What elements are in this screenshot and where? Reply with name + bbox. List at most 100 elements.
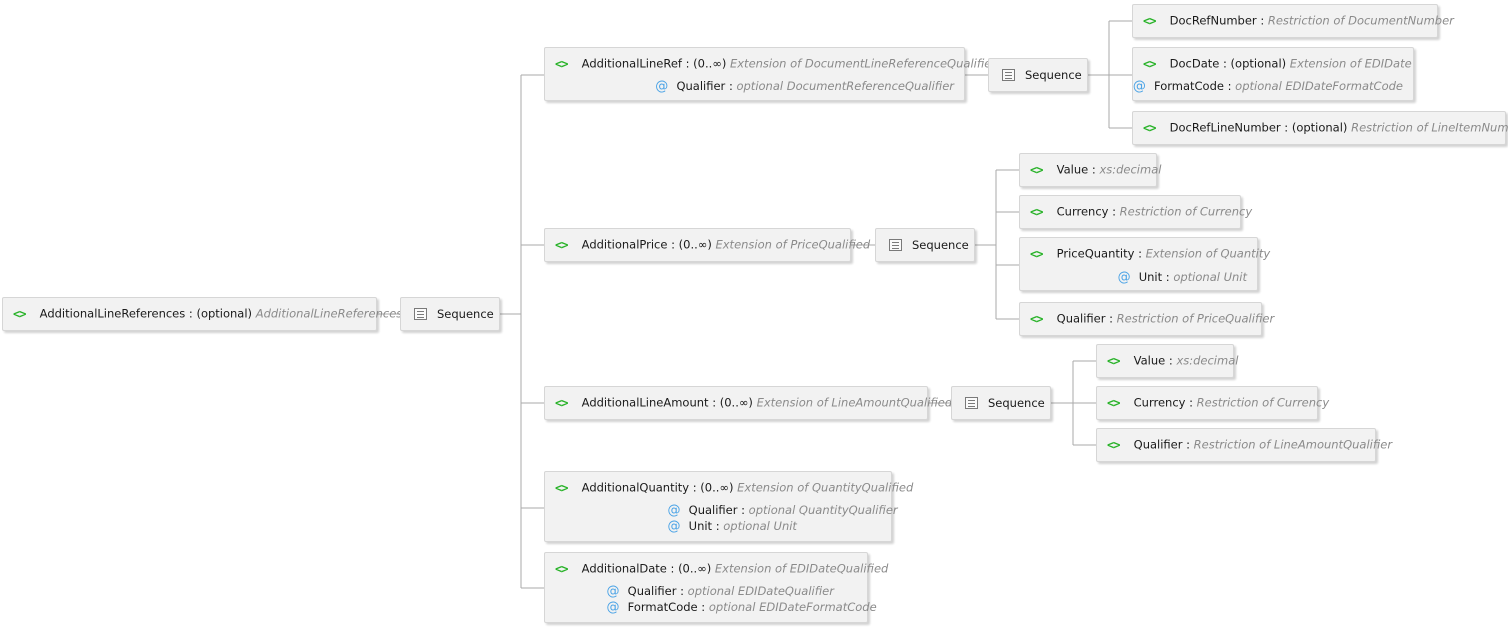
element-type: Extension of EDIDate [1289,56,1412,71]
attribute-detail: optional EDIDateFormatCode [708,600,877,614]
element-type: Restriction of Currency [1196,395,1330,410]
attribute-row[interactable]: @ Unit : optional Unit [1117,270,1247,285]
element-node-price-qualifier[interactable]: <> Qualifier : Restriction of PriceQuali… [1019,302,1274,336]
element-name: DocRefNumber [1169,13,1257,28]
element-type: Extension of Quantity [1145,246,1271,261]
element-name: Value [1133,353,1166,368]
element-occurrence: (optional) [1230,56,1287,71]
sequence-node-additional-line-ref[interactable]: Sequence [988,58,1088,92]
element-name: DocRefLineNumber [1169,120,1281,135]
element-icon: <> [1030,162,1043,177]
element-name: AdditionalQuantity [581,480,690,495]
attribute-row[interactable]: @ FormatCode : optional EDIDateFormatCod… [606,600,877,615]
element-type: xs:decimal [1176,353,1239,368]
sequence-icon [1002,69,1015,81]
sequence-node-main[interactable]: Sequence [400,297,500,331]
element-icon: <> [1143,13,1156,28]
attribute-name: FormatCode [627,600,698,614]
element-name: AdditionalPrice [581,237,668,252]
element-node-amount-value[interactable]: <> Value : xs:decimal [1096,344,1238,378]
attribute-name: Unit [1138,270,1163,284]
element-name: Qualifier [1056,311,1106,326]
element-node-additional-line-references[interactable]: <> AdditionalLineReferences : (optional)… [2,297,402,331]
attribute-icon: @ [606,600,620,615]
element-name: AdditionalDate [581,561,667,576]
element-icon: <> [1107,437,1120,452]
element-type: Restriction of PriceQualifier [1116,311,1275,326]
element-name: Currency [1056,204,1109,219]
attribute-row[interactable]: @ Qualifier : optional QuantityQualifier [667,503,898,518]
element-occurrence: (0..∞) [700,480,734,495]
element-occurrence: (0..∞) [693,56,727,71]
element-node-amount-currency[interactable]: <> Currency : Restriction of Currency [1096,386,1329,420]
element-icon: <> [13,306,26,321]
attribute-name: Qualifier [627,584,677,598]
element-occurrence: (0..∞) [678,561,712,576]
element-node-additional-line-ref[interactable]: <> AdditionalLineRef : (0..∞) Extension … [544,47,999,101]
element-name: Qualifier [1133,437,1183,452]
attribute-row[interactable]: @ Unit : optional Unit [667,519,797,534]
element-node-doc-ref-line-number[interactable]: <> DocRefLineNumber : (optional) Restric… [1132,111,1508,145]
attribute-detail: optional Unit [723,519,797,533]
element-occurrence: (0..∞) [678,237,712,252]
sequence-label: Sequence [912,238,969,252]
element-node-price-value[interactable]: <> Value : xs:decimal [1019,153,1161,187]
element-type: Restriction of LineAmountQualifier [1193,437,1393,452]
attribute-detail: optional EDIDateQualifier [687,584,834,598]
element-type: AdditionalLineReferences [255,306,403,321]
element-type: Restriction of LineItemNumber [1351,120,1508,135]
sequence-label: Sequence [437,307,494,321]
element-name: DocDate [1169,56,1220,71]
attribute-icon: @ [667,519,681,534]
element-icon: <> [1143,56,1156,71]
attribute-detail: optional QuantityQualifier [748,503,898,517]
attribute-name: Qualifier [688,503,738,517]
element-icon: <> [555,56,568,71]
sequence-node-additional-price[interactable]: Sequence [875,228,975,262]
element-type: Extension of LineAmountQualified [756,395,953,410]
element-icon: <> [1030,246,1043,261]
element-node-doc-date[interactable]: <> DocDate : (optional) Extension of EDI… [1132,47,1414,101]
element-name: AdditionalLineReferences [39,306,186,321]
element-occurrence: (optional) [1291,120,1348,135]
element-node-price-currency[interactable]: <> Currency : Restriction of Currency [1019,195,1252,229]
element-type: xs:decimal [1099,162,1162,177]
sequence-node-additional-line-amount[interactable]: Sequence [951,386,1051,420]
element-type: Restriction of DocumentNumber [1267,13,1454,28]
element-node-price-quantity[interactable]: <> PriceQuantity : Extension of Quantity… [1019,237,1270,291]
element-icon: <> [555,480,568,495]
element-icon: <> [555,561,568,576]
element-icon: <> [1107,353,1120,368]
element-name: Value [1056,162,1089,177]
attribute-name: FormatCode [1154,79,1224,93]
element-icon: <> [1107,395,1120,410]
sequence-icon [414,308,427,320]
element-icon: <> [1030,311,1043,326]
element-name: Currency [1133,395,1186,410]
element-node-additional-line-amount[interactable]: <> AdditionalLineAmount : (0..∞) Extensi… [544,386,952,420]
element-node-amount-qualifier[interactable]: <> Qualifier : Restriction of LineAmount… [1096,428,1392,462]
attribute-row[interactable]: @ Qualifier : optional EDIDateQualifier [606,584,834,599]
element-name: AdditionalLineRef [581,56,682,71]
element-type: Extension of DocumentLineReferenceQualif… [729,56,999,71]
attribute-icon: @ [1117,270,1131,285]
element-icon: <> [555,237,568,252]
sequence-label: Sequence [1025,68,1082,82]
attribute-icon: @ [1132,79,1146,94]
element-occurrence: (0..∞) [719,395,753,410]
element-node-additional-quantity[interactable]: <> AdditionalQuantity : (0..∞) Extension… [544,471,913,542]
attribute-name: Qualifier [676,79,726,93]
sequence-icon [965,397,978,409]
element-icon: <> [1143,120,1156,135]
attribute-row[interactable]: @ FormatCode : optional EDIDateFormatCod… [1132,79,1403,94]
attribute-detail: optional EDIDateFormatCode [1235,79,1403,93]
element-occurrence: (optional) [196,306,253,321]
element-type: Extension of PriceQualified [715,237,871,252]
element-node-additional-date[interactable]: <> AdditionalDate : (0..∞) Extension of … [544,552,888,623]
element-type: Extension of EDIDateQualified [714,561,889,576]
attribute-row[interactable]: @ Qualifier : optional DocumentReference… [655,79,954,94]
element-node-doc-ref-number[interactable]: <> DocRefNumber : Restriction of Documen… [1132,4,1454,38]
element-node-additional-price[interactable]: <> AdditionalPrice : (0..∞) Extension of… [544,228,870,262]
attribute-icon: @ [667,503,681,518]
